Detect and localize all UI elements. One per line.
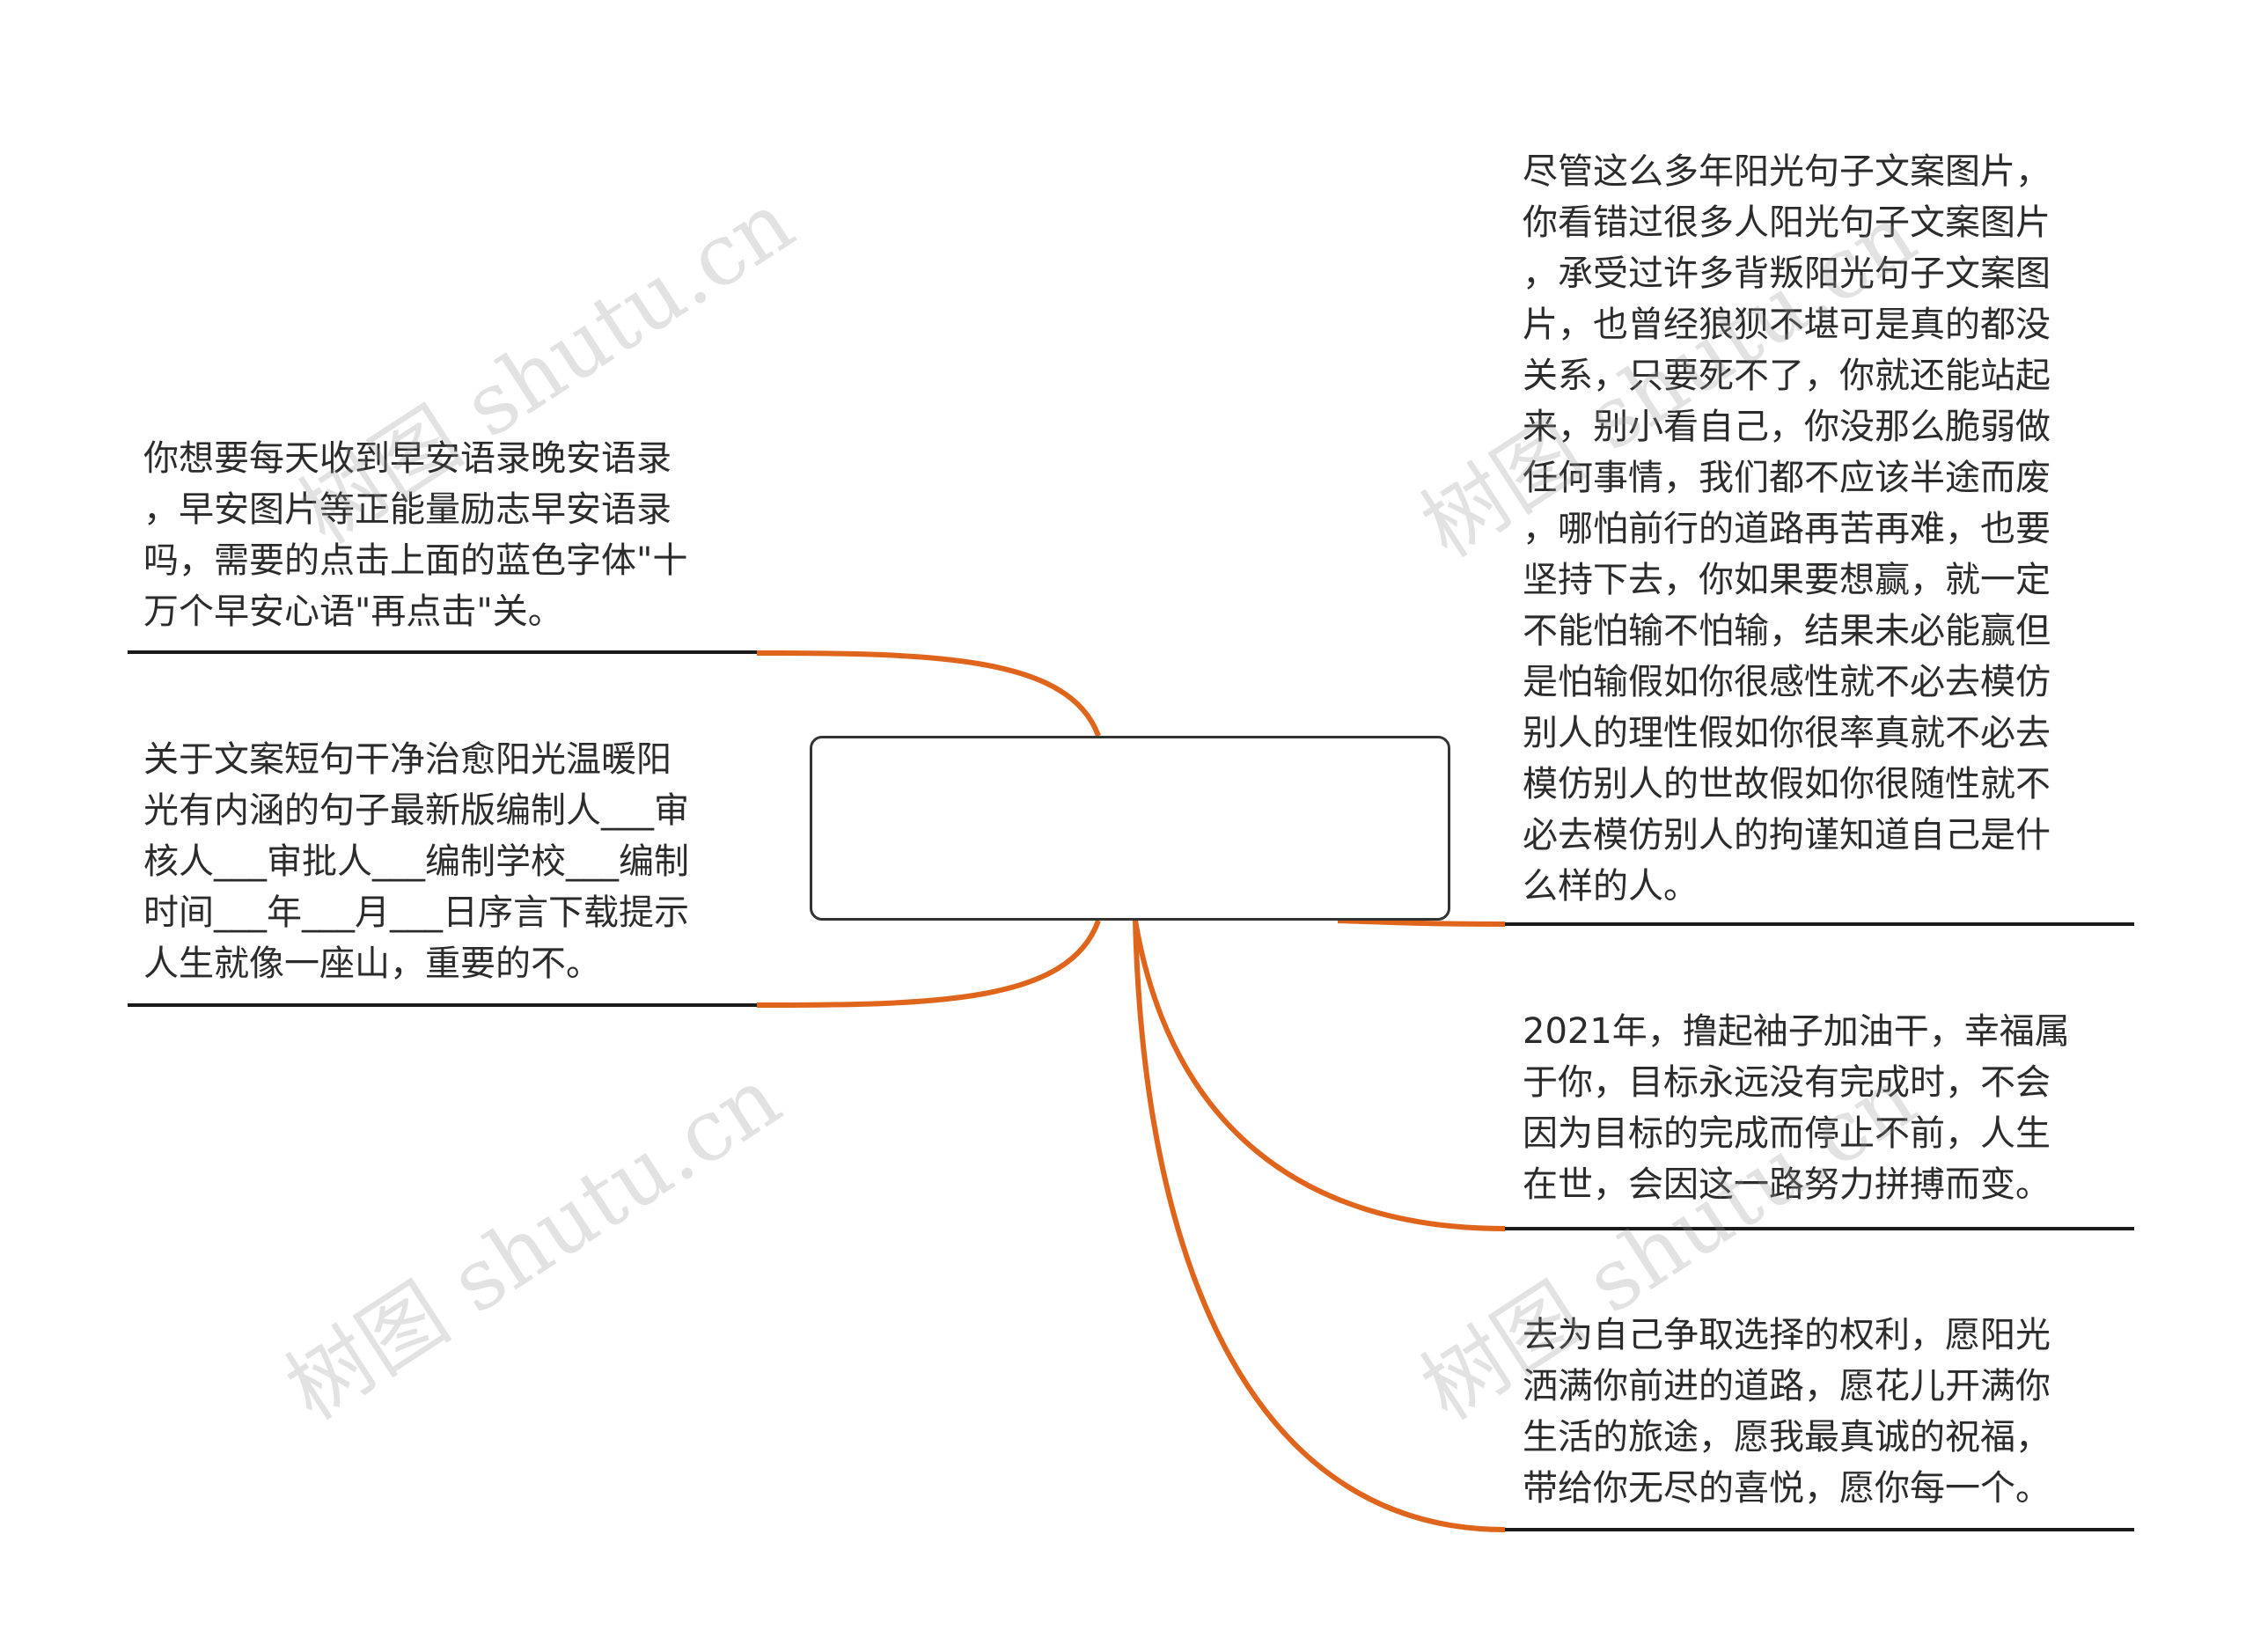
leaf-text-line: 带给你无尽的喜悦，愿你每一个。 <box>1523 1468 2051 1509</box>
leaf-node-right-2[interactable]: 2021年，撸起袖子加油干，幸福属于你，目标永远没有完成时，不会因为目标的完成而… <box>1523 1006 2070 1210</box>
leaf-text-line: 么样的人。 <box>1523 866 1699 907</box>
leaf-text-line: 不能怕输不怕输，结果未必能赢但 <box>1523 611 2051 651</box>
leaf-text-line: 去为自己争取选择的权利，愿阳光 <box>1523 1315 2051 1355</box>
leaf-text-line: ，哪怕前行的道路再苦再难，也要 <box>1523 509 2051 549</box>
leaf-node-right-1[interactable]: 尽管这么多年阳光句子文案图片， 你看错过很多人阳光句子文案图片 ，承受过许多背叛阳光… <box>1523 146 2051 912</box>
leaf-text-line: 片，也曾经狼狈不堪可是真的都没 <box>1523 305 2051 345</box>
leaf-text-line: 在世，会因这一路努力拼搏而变。 <box>1523 1164 2051 1205</box>
leaf-text-line: 吗，需要的点击上面的蓝色字体"十 <box>143 540 688 581</box>
leaf-text-line: 你想要每天收到早安语录晚安语录 <box>143 438 671 479</box>
leaf-text-line: 2021年，撸起袖子加油干，幸福属 <box>1523 1011 2070 1052</box>
leaf-node-left-1[interactable]: 你想要每天收到早安语录晚安语录 ，早安图片等正能量励志早安语录吗，需要的点击上面的… <box>143 433 687 637</box>
connector-left-2 <box>756 920 1101 1008</box>
leaf-text-line: 别人的理性假如你很率真就不必去 <box>1523 713 2051 753</box>
leaf-text-line: 是怕输假如你很感性就不必去模仿 <box>1523 662 2051 702</box>
leaf-node-right-3[interactable]: 去为自己争取选择的权利，愿阳光洒满你前进的道路，愿花儿开满你生活的旅途，愿我最真… <box>1523 1310 2051 1514</box>
leaf-text-line: 来，别小看自己，你没那么脆弱做 <box>1523 407 2051 447</box>
leaf-text-line: 于你，目标永远没有完成时，不会 <box>1523 1062 2051 1103</box>
leaf-text-line: 必去模仿别人的拘谨知道自己是什 <box>1523 815 2051 855</box>
leaf-text-line: 人生就像一座山，重要的不。 <box>143 943 601 984</box>
leaf-text-line: 任何事情，我们都不应该半途而废 <box>1523 458 2051 498</box>
leaf-text-line: 光有内涵的句子最新版编制人___审 <box>143 790 689 831</box>
connector-right-2 <box>1133 920 1506 1231</box>
leaf-text-line: 洒满你前进的道路，愿花儿开满你 <box>1523 1366 2051 1406</box>
leaf-node-left-2[interactable]: 关于文案短句干净治愈阳光温暖阳光有内涵的句子最新版编制人___审核人___审批人… <box>143 734 689 989</box>
connector-right-1 <box>1337 918 1506 927</box>
leaf-text-line: 生活的旅途，愿我最真诚的祝福， <box>1523 1417 2051 1457</box>
central-topic-node[interactable] <box>810 736 1450 921</box>
leaf-text-line: 尽管这么多年阳光句子文案图片， <box>1523 151 2051 192</box>
leaf-text-line: 时间___年___月___日序言下载提示 <box>143 892 689 933</box>
leaf-text-line: 坚持下去，你如果要想赢，就一定 <box>1523 560 2051 600</box>
leaf-text-line: 关于文案短句干净治愈阳光温暖阳 <box>143 739 671 780</box>
leaf-text-line: ，承受过许多背叛阳光句子文案图 <box>1523 253 2051 294</box>
connector-right-3 <box>1133 920 1506 1532</box>
leaf-text-line: 万个早安心语"再点击"关。 <box>143 591 563 632</box>
connector-left-1 <box>756 650 1101 738</box>
leaf-text-line: 模仿别人的世故假如你很随性就不 <box>1523 764 2051 804</box>
leaf-text-line: 因为目标的完成而停止不前，人生 <box>1523 1113 2051 1154</box>
leaf-text-line: 你看错过很多人阳光句子文案图片 <box>1523 202 2051 243</box>
leaf-text-line: 关系，只要死不了，你就还能站起 <box>1523 356 2051 396</box>
leaf-text-line: ，早安图片等正能量励志早安语录 <box>143 489 671 530</box>
leaf-text-line: 核人___审批人___编制学校___编制 <box>143 841 689 882</box>
